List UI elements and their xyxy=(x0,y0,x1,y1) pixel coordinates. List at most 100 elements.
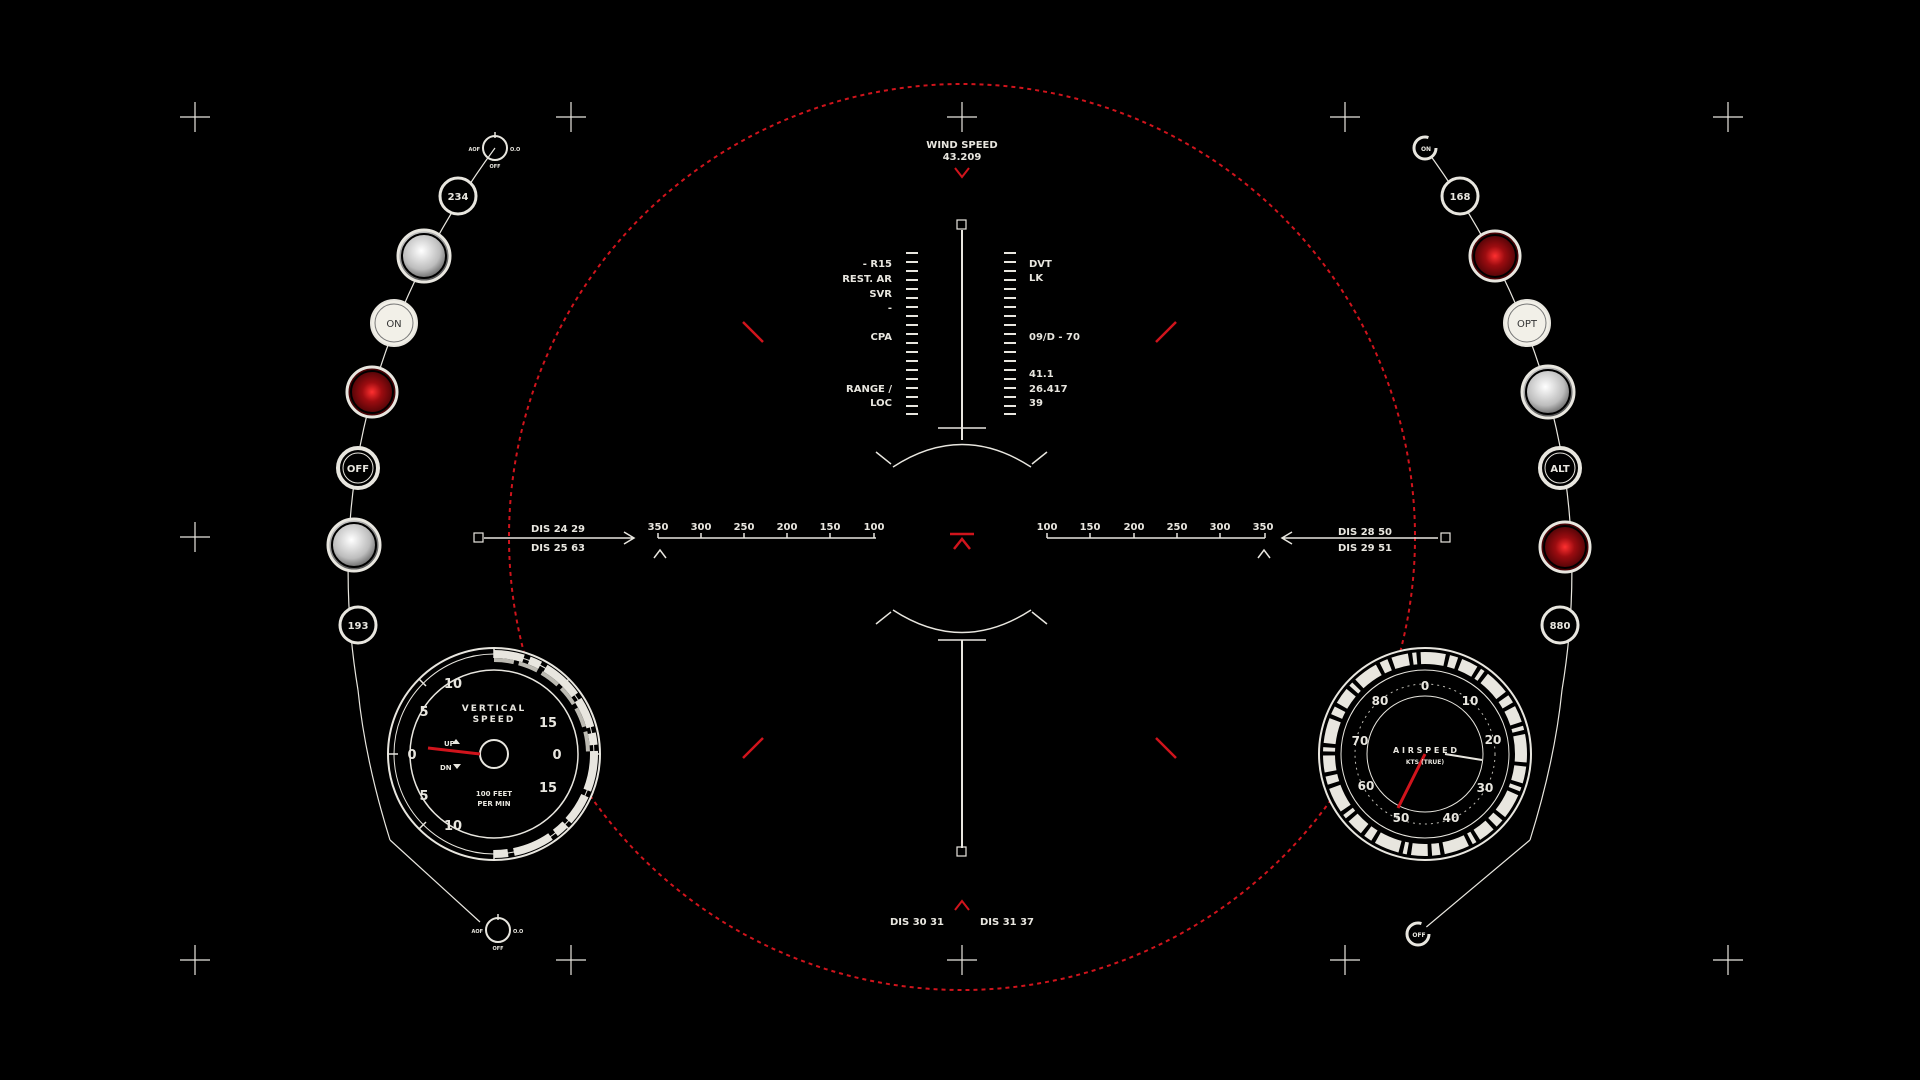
button-label: 193 xyxy=(348,621,369,632)
ladder-label: 39 xyxy=(1029,398,1043,409)
reticle-marks xyxy=(742,321,1177,759)
ladder-label: 26.417 xyxy=(1029,384,1068,395)
dis-bottom-2: DIS 31 37 xyxy=(980,917,1034,928)
scale-tick-label: 250 xyxy=(734,522,755,533)
button-label: ALT xyxy=(1550,464,1569,475)
airspeed-needle xyxy=(1396,753,1427,809)
airspeed-tick: 50 xyxy=(1393,811,1410,825)
scale-tick-label: 100 xyxy=(864,522,885,533)
vsi-unit: 100 FEET xyxy=(476,790,512,798)
scale-left-labels: 350 300 250 200 150 100 xyxy=(648,522,885,533)
registration-crosshairs xyxy=(180,102,1743,975)
dis-bottom-1: DIS 30 31 xyxy=(890,917,944,928)
bottom-chevron xyxy=(954,899,970,911)
knob-label: O.O xyxy=(510,147,520,153)
targeting-ring xyxy=(508,83,1416,991)
airspeed-tick: 10 xyxy=(1462,694,1479,708)
left-button-off[interactable]: OFF xyxy=(336,446,380,490)
vsi-tick: 10 xyxy=(444,677,462,692)
airspeed-tick: 30 xyxy=(1477,781,1494,795)
knob-label: OFF xyxy=(1412,932,1425,939)
right-button-168[interactable]: 168 xyxy=(1440,176,1480,216)
right-button-880[interactable]: 880 xyxy=(1540,605,1580,645)
left-lamp-white-1[interactable] xyxy=(396,228,452,284)
vsi-tick: 0 xyxy=(407,748,416,763)
button-label: OPT xyxy=(1517,319,1538,330)
scale-tick-label: 200 xyxy=(777,522,798,533)
right-lamp-red-2[interactable] xyxy=(1538,520,1592,574)
vsi-tick: 5 xyxy=(419,705,428,720)
left-lamp-white-2[interactable] xyxy=(326,517,382,573)
wind-speed-value: 43.209 xyxy=(943,152,982,163)
vsi-tick: 0 xyxy=(552,748,561,763)
pitch-line-top xyxy=(875,219,1048,468)
center-marker xyxy=(950,532,974,550)
ladder-label: 09/D - 70 xyxy=(1029,332,1080,343)
scale-tick-label: 250 xyxy=(1167,522,1188,533)
ladder-label: LOC xyxy=(870,398,892,409)
knob-label: OFF xyxy=(492,946,503,952)
right-top-knob[interactable]: ON xyxy=(1412,135,1438,161)
vsi-up-label: UP xyxy=(444,740,455,748)
button-label: OFF xyxy=(347,464,369,475)
knob-label: O.O xyxy=(513,929,523,935)
airspeed-tick: 20 xyxy=(1485,733,1502,747)
button-label: 880 xyxy=(1550,621,1571,632)
left-lamp-red[interactable] xyxy=(345,365,399,419)
vsi-unit: PER MIN xyxy=(477,800,510,808)
scale-tick-label: 150 xyxy=(1080,522,1101,533)
right-button-opt[interactable]: OPT xyxy=(1503,299,1551,347)
dis-left-1: DIS 24 29 xyxy=(531,524,585,535)
left-top-knob[interactable]: AOF O.O OFF xyxy=(468,132,520,170)
ladder-label: REST. AR xyxy=(842,274,892,285)
scale-tick-label: 100 xyxy=(1037,522,1058,533)
ladder-left-labels: - R15 REST. AR SVR - CPA RANGE / LOC xyxy=(842,259,892,409)
ladder-label: RANGE / xyxy=(846,384,892,395)
airspeed-gauge: A I R S P E E D KTS (TRUE) 0 10 20 30 40… xyxy=(1318,647,1532,861)
dis-left-2: DIS 25 63 xyxy=(531,543,585,554)
button-label: ON xyxy=(386,319,401,330)
knob-label: AOF xyxy=(468,147,480,153)
ladder-right-labels: DVT LK 09/D - 70 41.1 26.417 39 xyxy=(1029,259,1080,409)
horizon-right xyxy=(1046,531,1451,559)
ladder-label: SVR xyxy=(869,289,892,300)
button-label: 234 xyxy=(448,192,469,203)
vsi-tick: 10 xyxy=(444,819,462,834)
scale-tick-label: 300 xyxy=(691,522,712,533)
scale-tick-label: 300 xyxy=(1210,522,1231,533)
airspeed-tick: 80 xyxy=(1372,694,1389,708)
scale-tick-label: 150 xyxy=(820,522,841,533)
dis-right-1: DIS 28 50 xyxy=(1338,527,1392,538)
scale-tick-label: 350 xyxy=(648,522,669,533)
airspeed-tick: 70 xyxy=(1352,734,1369,748)
vertical-speed-gauge: VERTICAL SPEED UP DN 100 FEET PER MIN 10… xyxy=(387,647,601,861)
right-lamp-white[interactable] xyxy=(1520,364,1576,420)
right-lamp-red-1[interactable] xyxy=(1468,229,1522,283)
left-button-234[interactable]: 234 xyxy=(438,176,478,216)
wind-speed-label: WIND SPEED xyxy=(926,140,997,151)
left-button-on[interactable]: ON xyxy=(370,299,418,347)
vsi-tick: 15 xyxy=(539,781,557,796)
ladder-ticks xyxy=(906,252,1016,415)
vsi-tick: 5 xyxy=(419,789,428,804)
ladder-label: CPA xyxy=(871,332,893,343)
airspeed-unit: KTS (TRUE) xyxy=(1406,759,1445,766)
left-bottom-knob[interactable]: AOF O.O OFF xyxy=(471,914,523,952)
knob-label: OFF xyxy=(489,164,500,170)
right-arc-rail-lower xyxy=(1529,689,1563,841)
airspeed-tick: 40 xyxy=(1443,811,1460,825)
vsi-title: VERTICAL xyxy=(462,704,526,714)
ladder-label: DVT xyxy=(1029,259,1052,270)
vsi-dn-label: DN xyxy=(440,764,452,772)
vsi-needle xyxy=(427,746,481,756)
left-button-193[interactable]: 193 xyxy=(338,605,378,645)
right-button-alt[interactable]: ALT xyxy=(1538,446,1582,490)
ladder-label: 41.1 xyxy=(1029,369,1054,380)
vsi-tick: 15 xyxy=(539,716,557,731)
right-bottom-knob[interactable]: OFF xyxy=(1405,921,1431,947)
knob-label: AOF xyxy=(471,929,483,935)
scale-tick-label: 350 xyxy=(1253,522,1274,533)
ladder-label: - xyxy=(888,303,892,314)
pitch-line-bottom xyxy=(875,609,1048,857)
